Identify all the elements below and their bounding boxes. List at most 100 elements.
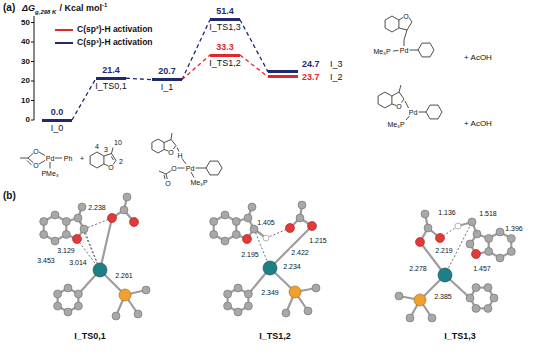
ts-model-0-1: [66, 197, 146, 316]
atom-label: Ph: [64, 155, 73, 162]
ts-model-1-2: [210, 201, 320, 317]
ts-model-0-1: [93, 263, 107, 277]
product-structure-sp3: [418, 43, 434, 57]
energy-value: 51.4: [216, 7, 234, 16]
ts-model-0-1: [108, 214, 117, 223]
ts-model-0-1: [119, 289, 131, 301]
ts-model-1-3: [421, 210, 429, 218]
state-name: I_1: [161, 83, 174, 92]
axis-label: ΔG: [22, 3, 35, 13]
ts-model-1-2: [243, 222, 317, 244]
atom-label: Me₃P: [387, 121, 404, 128]
ts-model-1-2: [248, 203, 256, 211]
ts-model-1-3: [473, 230, 481, 238]
ts-model-1-3: [455, 223, 461, 229]
legend-swatch: [55, 42, 73, 45]
state-name: I_TS1,3: [209, 23, 241, 32]
ts-model-0-1: [123, 193, 131, 201]
ts-model-1-2: [263, 261, 277, 275]
legend-swatch: [55, 29, 73, 32]
structure-name: I_TS0,1: [74, 332, 106, 341]
ts-model-0-1: [74, 214, 82, 222]
ts-model-1-3: [468, 218, 476, 226]
ts-model-0-1: [40, 218, 48, 226]
energy-level: I_TS1,351.4: [210, 18, 240, 21]
energy-axis: [31, 81, 34, 82]
atom-label: O: [108, 164, 113, 171]
ts-model-1-3: [395, 210, 515, 322]
ts-model-1-2: [308, 222, 317, 231]
reaction-path: [240, 55, 268, 77]
ts-model-0-1: [64, 284, 72, 292]
energy-axis: [31, 42, 34, 43]
ts-model-1-3: [428, 314, 436, 322]
ts-model-1-3: [466, 240, 474, 248]
atom-label: O: [33, 148, 38, 155]
energy-level: I_223.7: [268, 75, 298, 78]
ts-model-1-3: [395, 292, 403, 300]
bond-distance: 3.129: [56, 247, 76, 254]
ts-model-1-2: [210, 231, 218, 239]
ts-model-1-3: [472, 250, 481, 259]
ts-model-0-1: [54, 302, 62, 310]
product-structure-sp2: [378, 92, 392, 108]
energy-value: 23.7: [302, 73, 320, 82]
energy-axis: [31, 22, 34, 23]
ts-model-1-2: [221, 211, 229, 219]
reactant-structure: [20, 148, 116, 169]
ts-model-0-1: [80, 225, 88, 233]
ts-model-1-2: [289, 286, 301, 298]
energy-value: 21.4: [102, 66, 120, 75]
tick-label: 0: [26, 116, 30, 124]
ts-model-1-3: [507, 248, 515, 256]
bond-distance: 2.234: [282, 263, 302, 270]
bond-distance: 2.219: [434, 247, 454, 254]
bond-distance: 1.215: [308, 237, 328, 244]
state-name: I_2: [330, 73, 343, 82]
atom-label: Me₃P: [190, 179, 207, 186]
panel-label: (a): [3, 3, 15, 13]
reaction-path: [72, 78, 96, 120]
ts-model-1-3: [466, 294, 474, 302]
bond-distance: 1.136: [437, 209, 457, 216]
ts-model-0-1: [62, 231, 70, 239]
ts-model-0-1: [112, 312, 120, 320]
state-name: I_0: [51, 124, 64, 133]
state-name: I_3: [330, 60, 343, 69]
ts-model-0-1: [78, 203, 86, 211]
ts-model-1-3: [485, 248, 493, 256]
ts-model-1-3: [424, 224, 432, 232]
legend-entry: C(sp²)-H activation: [55, 24, 153, 34]
ts-model-1-2: [236, 205, 316, 313]
atom-label: O: [33, 162, 38, 169]
energy-level: I_TS1,233.3: [210, 54, 240, 57]
tick-label: 30: [21, 58, 30, 66]
ts-model-0-1: [64, 308, 72, 316]
bond-distance: 1.457: [472, 265, 492, 272]
energy-axis: [31, 16, 34, 120]
axis-label: / Kcal mol: [59, 3, 102, 13]
energy-level: I_120.7: [152, 78, 182, 81]
ts-model-1-3: [496, 254, 504, 262]
state-name: I_TS0,1: [95, 82, 127, 91]
product-structure-sp2: [378, 85, 442, 120]
atom-label: Pd: [400, 47, 409, 54]
ts-model-1-3: [484, 304, 492, 312]
state-name: I_TS1,2: [209, 59, 241, 68]
energy-axis: [31, 61, 34, 62]
energy-axis: [31, 120, 34, 121]
reaction-path: [182, 55, 210, 80]
axis-title: ΔGg,298 K/ Kcal mol-1: [22, 2, 107, 16]
reaction-path: [182, 20, 210, 80]
axis-label: -1: [102, 2, 107, 8]
atom-label: 2: [119, 158, 123, 165]
ts-model-1-2: [244, 214, 252, 222]
intermediate-structure: [206, 161, 222, 175]
ts-model-1-2: [244, 290, 252, 298]
legend-text: C(sp³)-H activation: [77, 37, 153, 47]
ts-model-1-3: [414, 294, 426, 306]
atom-label: Pd: [409, 109, 418, 116]
legend-entry: C(sp³)-H activation: [55, 37, 153, 47]
ts-model-1-2: [296, 214, 304, 222]
